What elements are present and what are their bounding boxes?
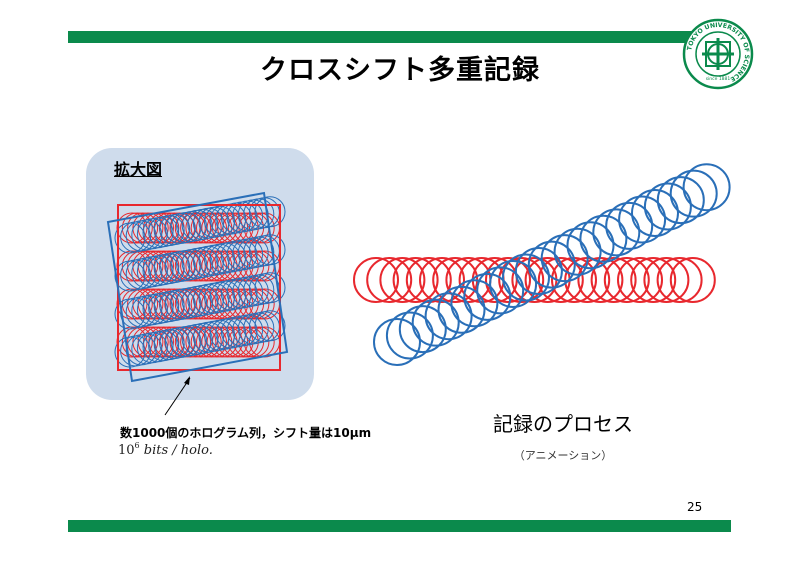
university-logo-icon: TOKYO UNIVERSITY OF SCIENCE since 1881 (682, 18, 754, 90)
blue-hologram-ring (463, 272, 512, 321)
blue-hologram-ring (514, 247, 563, 296)
red-hologram-ring (392, 257, 439, 303)
zoom-red-ring (185, 250, 217, 282)
red-hologram-ring (630, 257, 677, 303)
red-hologram-ring (669, 257, 716, 303)
zoom-red-ring (164, 250, 196, 282)
blue-hologram-ring (437, 285, 486, 334)
red-hologram-ring (485, 257, 531, 303)
blue-hologram-ring (579, 214, 628, 263)
blue-hologram-ring (540, 234, 589, 283)
top-green-bar (68, 31, 731, 43)
zoom-red-ring (180, 212, 212, 244)
zoom-red-ring (185, 326, 217, 358)
zoom-red-ring (185, 212, 217, 244)
blue-hologram-ring (450, 279, 499, 328)
blue-hologram-ring (643, 182, 692, 231)
blue-hologram-ring (424, 292, 473, 341)
red-hologram-row (353, 257, 716, 303)
red-hologram-ring (577, 257, 624, 303)
zoom-red-ring (180, 250, 212, 282)
caption-line1: 数1000個のホログラム列，シフト量は10μm (120, 426, 372, 440)
zoom-red-ring (180, 288, 212, 320)
caption-bits: bits / holo. (143, 443, 213, 458)
zoom-red-ring (164, 212, 196, 244)
zoom-panel-label: 拡大図 (114, 160, 163, 179)
red-hologram-ring (590, 257, 637, 303)
zoom-blue-ring (254, 196, 286, 228)
red-hologram-ring (617, 257, 663, 303)
caption-exponent: 6 (134, 441, 140, 450)
caption-base: 10 (118, 443, 135, 458)
red-hologram-ring (419, 257, 465, 303)
animation-note: （アニメーション） (513, 449, 613, 462)
red-hologram-ring (353, 257, 399, 303)
blue-hologram-ring (502, 253, 550, 302)
blue-hologram-ring (385, 311, 434, 360)
zoom-red-ring (164, 288, 196, 320)
red-hologram-ring (643, 257, 690, 303)
red-hologram-ring (537, 257, 584, 303)
blue-hologram-row (373, 163, 731, 366)
blue-hologram-ring (553, 227, 602, 276)
zoom-blue-ring (254, 272, 286, 304)
pointer-arrow-icon (184, 376, 190, 385)
red-hologram-ring (366, 257, 413, 303)
red-hologram-ring (656, 257, 703, 303)
blue-hologram-ring (669, 169, 718, 218)
caption-line2: 106 bits / holo. (118, 441, 213, 458)
zoom-red-ring (180, 326, 212, 358)
logo-since-text: since 1881 (706, 76, 731, 82)
blue-hologram-ring (373, 318, 421, 366)
zoom-red-ring (127, 212, 159, 244)
red-hologram-ring (405, 257, 452, 303)
bottom-green-bar (68, 520, 731, 532)
zoom-red-ring (121, 212, 153, 244)
blue-hologram-ring (592, 208, 641, 257)
red-hologram-ring (379, 257, 426, 303)
zoom-blue-rings (114, 196, 286, 368)
pointer-arrow-line (164, 377, 191, 416)
blue-hologram-ring (398, 305, 447, 354)
zoom-blue-ring (254, 310, 286, 342)
blue-hologram-ring (566, 221, 615, 270)
red-hologram-ring (603, 257, 650, 303)
zoom-red-ring (243, 212, 275, 244)
zoom-red-ring (164, 326, 196, 358)
page-number: 25 (687, 500, 703, 514)
blue-hologram-ring (631, 189, 679, 237)
blue-hologram-ring (476, 266, 525, 315)
blue-hologram-ring (656, 176, 705, 225)
blue-hologram-ring (618, 195, 667, 244)
zoom-red-ring (243, 288, 275, 320)
blue-hologram-ring (605, 201, 654, 250)
blue-hologram-ring (411, 298, 460, 347)
zoom-red-ring (185, 288, 217, 320)
zoom-blue-frame (106, 191, 289, 383)
process-title: 記録のプロセス (493, 412, 633, 436)
slide-title: クロスシフト多重記録 (260, 55, 540, 86)
blue-hologram-ring (527, 240, 576, 289)
blue-hologram-ring (682, 163, 731, 212)
blue-hologram-ring (489, 259, 538, 308)
